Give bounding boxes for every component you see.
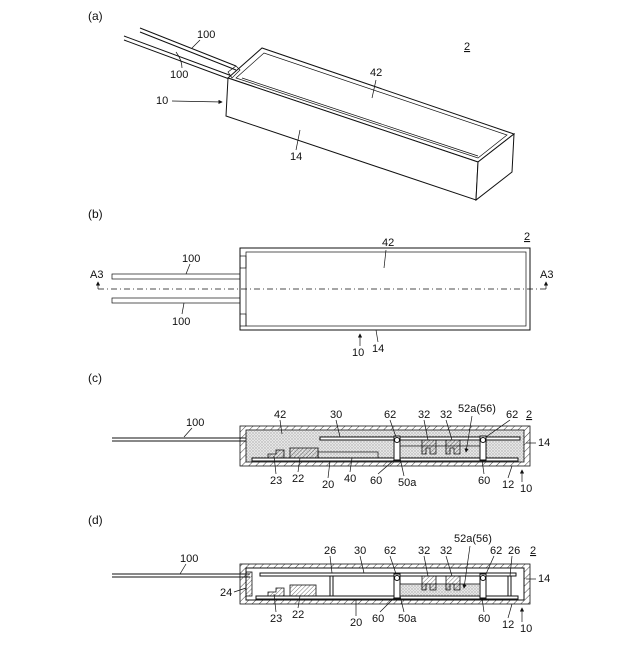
post-26-right [508,576,511,596]
label-60a-d: 60 [372,613,384,625]
label-100-b2: 100 [172,316,190,328]
label-10-c: 10 [520,483,532,495]
label-50a-c: 50a [398,477,417,489]
spacer-24 [246,572,252,596]
panel-d-label: (d) [88,513,103,527]
label-62a-c: 62 [384,409,396,421]
substrate-30 [320,437,520,440]
label-60b-c: 60 [478,475,490,487]
label-40-c: 40 [344,473,356,485]
label-20-c: 20 [322,479,334,491]
label-42-b: 42 [382,237,394,249]
panel-c-ref: 2 [526,409,532,421]
lead-lower [112,298,240,303]
label-26b-d: 26 [508,545,520,557]
label-32b-d: 32 [440,545,452,557]
label-100-c: 100 [186,417,204,429]
label-60a-c: 60 [370,475,382,487]
label-62a-d: 62 [384,545,396,557]
label-100-d: 100 [180,553,198,565]
label-100-a1: 100 [197,29,215,41]
label-42-c: 42 [274,409,286,421]
label-14-a: 14 [290,151,302,163]
panel-d-ref: 2 [530,545,536,557]
label-42-a: 42 [370,67,382,79]
label-10-d: 10 [520,623,532,635]
panel-b-ref: 2 [524,231,530,243]
label-14-b: 14 [372,343,384,355]
label-100-a2: 100 [170,69,188,81]
label-12-d: 12 [502,619,514,631]
label-20-d: 20 [350,617,362,629]
panel-a-label: (a) [88,9,103,23]
component-22 [290,448,318,458]
substrate-20 [252,458,518,461]
label-24-d: 24 [220,587,232,599]
label-32a-d: 32 [418,545,430,557]
label-50a-d: 50a [398,613,417,625]
panel-b: (b) 2 A3 A3 42 100 100 10 14 [88,207,553,359]
label-62b-c: 62 [506,409,518,421]
panel-a-ref: 2 [464,41,470,53]
label-10-b: 10 [352,347,364,359]
label-100-b1: 100 [182,253,200,265]
label-12-c: 12 [502,479,514,491]
label-62b-d: 62 [490,545,502,557]
panel-a: (a) 2 100 100 10 42 14 [88,9,514,200]
label-26a-d: 26 [324,545,336,557]
label-22-c: 22 [292,473,304,485]
label-23-c: 23 [270,475,282,487]
panel-d: (d) 2 100 26 30 62 32 [88,513,550,635]
label-52-d: 52a(56) [454,533,492,545]
label-22-d: 22 [292,609,304,621]
panel-c: (c) 2 100 42 30 62 32 [88,371,550,495]
label-60b-d: 60 [478,613,490,625]
panel-c-label: (c) [88,371,102,385]
label-23-d: 23 [270,613,282,625]
label-14-d: 14 [538,573,550,585]
lead-upper [112,274,240,279]
substrate-20-d [256,596,518,599]
label-10-a: 10 [156,95,168,107]
label-a3-right: A3 [540,269,553,281]
post-26-left [330,576,333,596]
component-22-d [290,585,316,596]
label-32a-c: 32 [418,409,430,421]
substrate-30-d [260,573,516,576]
label-32b-c: 32 [440,409,452,421]
label-14-c: 14 [538,437,550,449]
panel-b-label: (b) [88,207,103,221]
label-30-d: 30 [354,545,366,557]
label-52-c: 52a(56) [458,403,496,415]
label-a3-left: A3 [90,269,103,281]
potting-local [400,584,480,596]
label-30-c: 30 [330,409,342,421]
